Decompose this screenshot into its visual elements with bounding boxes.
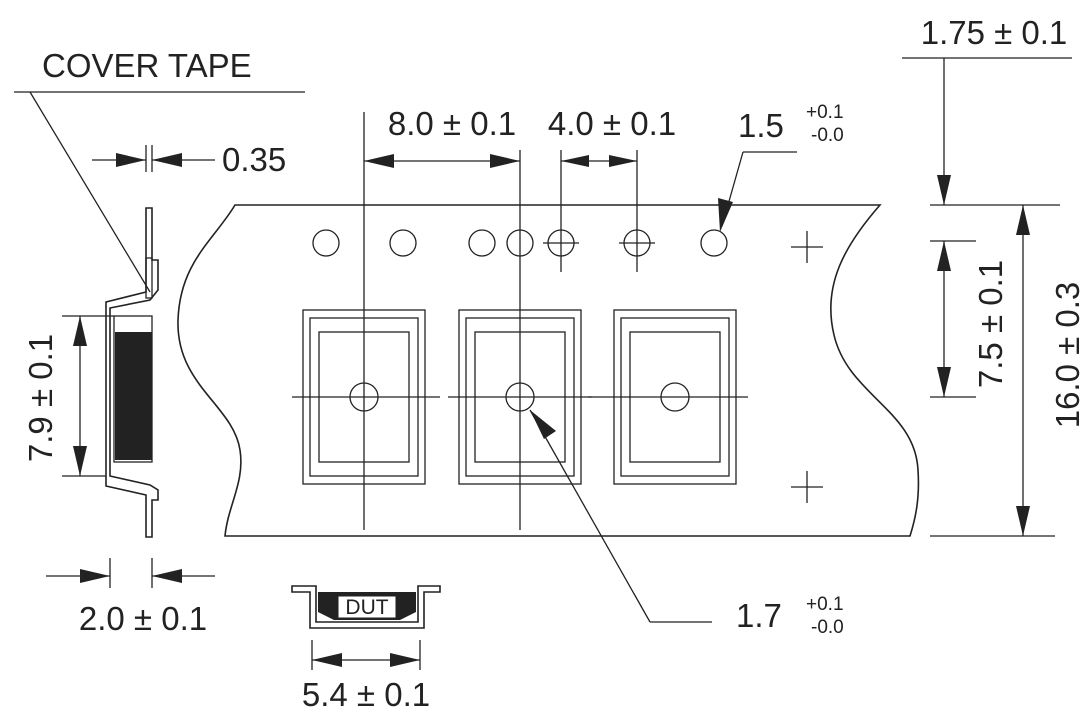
cover-tape-strip: [145, 257, 153, 299]
cover-tape-leader-diagonal: [29, 91, 151, 293]
sprocket-hole: [389, 229, 417, 257]
tape-width-arrow-top: [1016, 205, 1030, 235]
component-block: [115, 332, 152, 460]
pocket-hole-leader: [529, 409, 651, 623]
pocket-width-label: 5.4 ± 0.1: [302, 676, 430, 711]
pocket-hole-tol-minus: -0.0: [811, 617, 844, 638]
pocket-depth-arrow-left: [80, 569, 110, 583]
carrier-tape-profile: [105, 207, 159, 538]
pocket-depth-arrow-right: [152, 569, 182, 583]
hole-pitch-arrow-left: [561, 155, 589, 167]
hole-pitch-label: 4.0 ± 0.1: [548, 105, 676, 142]
tape-width-arrow-bottom: [1016, 506, 1030, 536]
top-view: 8.0 ± 0.1 4.0 ± 0.1 1.5 +0.1 -0.0 1.7 +0…: [177, 14, 1086, 638]
hole-edge-arrow: [937, 175, 951, 205]
pitch-arrow-left: [364, 154, 394, 168]
thickness-arrow-right: [152, 153, 182, 167]
pocket-width-arrow-right: [390, 653, 420, 667]
hole-dia-tol-minus: -0.0: [811, 125, 844, 146]
pocket-depth-label: 2.0 ± 0.1: [79, 600, 207, 637]
dut-label-box: [337, 595, 397, 619]
thickness-arrow-left: [116, 153, 146, 167]
thickness-label: 0.35: [222, 141, 286, 178]
hole-dia-tol-plus: +0.1: [806, 102, 844, 123]
side-view: COVER TAPE 0.35 7.9 ± 0.1 2.0 ± 0.1: [14, 47, 305, 637]
hole-edge-label: 1.75 ± 0.1: [921, 14, 1068, 51]
pocket-hole-arrow: [530, 410, 556, 439]
sprocket-hole: [312, 229, 340, 257]
cross-section: DUT 5.4 ± 0.1: [291, 585, 441, 711]
pocket-length-label: 7.9 ± 0.1: [22, 334, 59, 462]
pocket-length-arrow-top: [73, 316, 87, 346]
tape-outline: [177, 204, 920, 537]
pocket-hole-label: 1.7: [736, 597, 782, 634]
pocket-offset-arrow-bottom: [937, 367, 951, 397]
pocket-offset-label: 7.5 ± 0.1: [972, 260, 1009, 388]
hole-pitch-arrow-right: [609, 155, 637, 167]
hole-dia-arrow: [718, 198, 733, 232]
dut-label: DUT: [345, 596, 388, 619]
pitch-label: 8.0 ± 0.1: [388, 105, 516, 142]
sprocket-hole: [700, 229, 728, 257]
cross-section-profile: [291, 585, 441, 629]
tape-width-label: 16.0 ± 0.3: [1049, 282, 1086, 429]
pocket-offset-arrow-top: [937, 241, 951, 271]
cover-tape-label: COVER TAPE: [42, 47, 252, 84]
pocket-hole-tol-plus: +0.1: [806, 594, 844, 615]
hole-dia-label: 1.5: [738, 107, 784, 144]
pocket-width-arrow-left: [312, 653, 342, 667]
pocket-length-arrow-bottom: [73, 446, 87, 476]
pitch-arrow-right: [490, 154, 520, 168]
sprocket-hole: [468, 229, 496, 257]
